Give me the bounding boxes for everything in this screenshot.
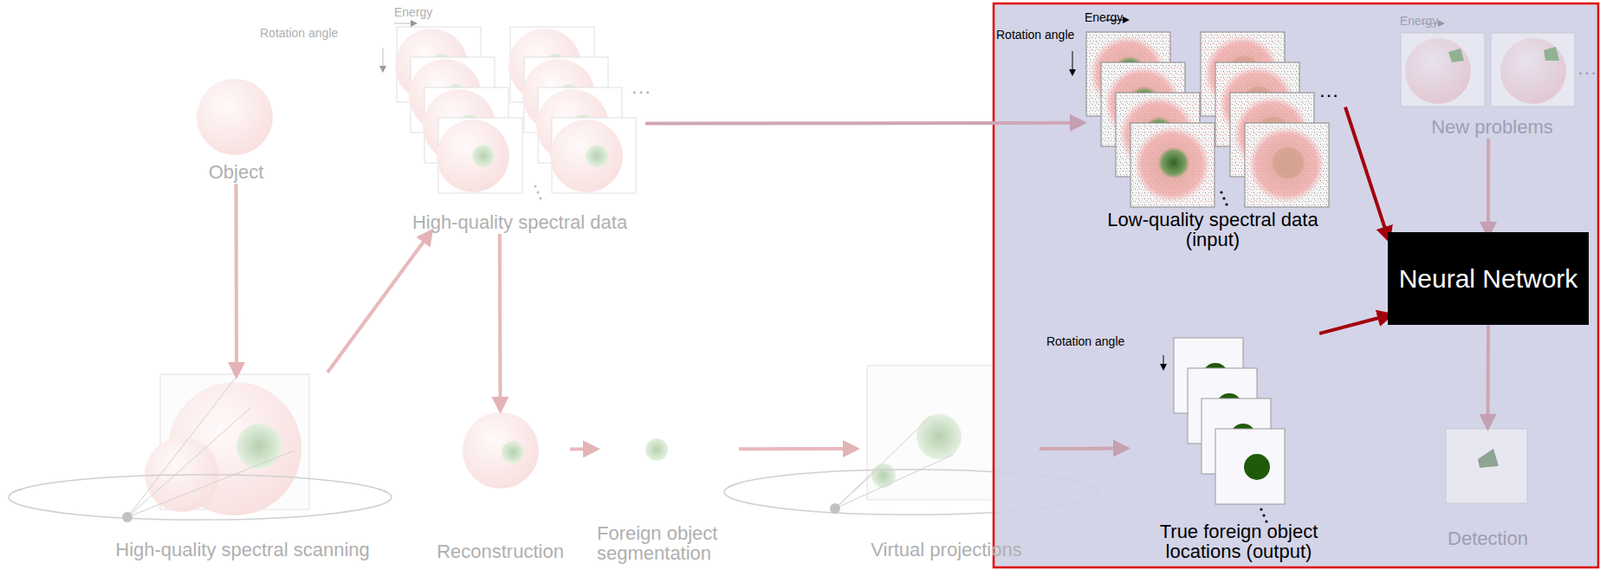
figure-node: Object	[190, 76, 282, 184]
node-label: Low-quality spectral data (input)	[1080, 207, 1346, 252]
node-label: True foreign object locations (output)	[1123, 519, 1354, 564]
node-label: Foreign object segmentation	[593, 521, 739, 565]
node-label: Object	[205, 160, 268, 184]
flow-arrow	[1345, 107, 1388, 238]
node-label: Virtual projections	[867, 537, 1025, 562]
axis-label: …	[1318, 77, 1340, 103]
figure-node: High-quality spectral scanning	[90, 372, 395, 562]
flow-arrow	[234, 183, 240, 373]
node-label: Detection	[1444, 526, 1532, 551]
figure-node: Virtual projections	[853, 363, 1040, 562]
node-label: Neural Network	[1395, 263, 1582, 295]
flow-arrow	[645, 121, 1081, 126]
figure-node: True foreign object locations (output)	[1123, 333, 1354, 564]
figure-node: New problems	[1399, 17, 1586, 139]
flow-arrow	[327, 233, 430, 373]
flow-arrow	[1486, 138, 1490, 233]
axis-label: Rotation angle	[259, 25, 338, 40]
axis-label: Rotation angle	[996, 27, 1075, 42]
flow-arrow	[570, 446, 594, 451]
node-label: Reconstruction	[433, 539, 568, 564]
node-label: High-quality spectral scanning	[111, 537, 374, 562]
figure-node: High-quality spectral data	[394, 21, 646, 234]
figure-node: Detection	[1438, 424, 1538, 551]
node-label: New problems	[1427, 115, 1557, 139]
figure-node: Reconstruction	[430, 407, 571, 564]
figure-node: Low-quality spectral data (input)	[1080, 25, 1346, 252]
axis-label: Energy	[394, 5, 433, 20]
figure-node: Foreign object segmentation	[593, 433, 739, 565]
flow-arrow	[1486, 324, 1491, 425]
axis-label: …	[630, 74, 652, 99]
axis-label: …	[1576, 55, 1598, 80]
axis-label: Energy	[1399, 13, 1439, 28]
flow-arrow	[1039, 446, 1124, 452]
axis-label: Rotation angle	[1046, 334, 1125, 349]
flow-arrow	[1319, 315, 1388, 334]
flow-arrow	[738, 446, 854, 451]
flow-arrow	[498, 233, 503, 408]
network-box: Neural Network	[1387, 232, 1589, 325]
axis-label: Energy	[1084, 10, 1123, 25]
node-label: High-quality spectral data	[408, 210, 631, 234]
